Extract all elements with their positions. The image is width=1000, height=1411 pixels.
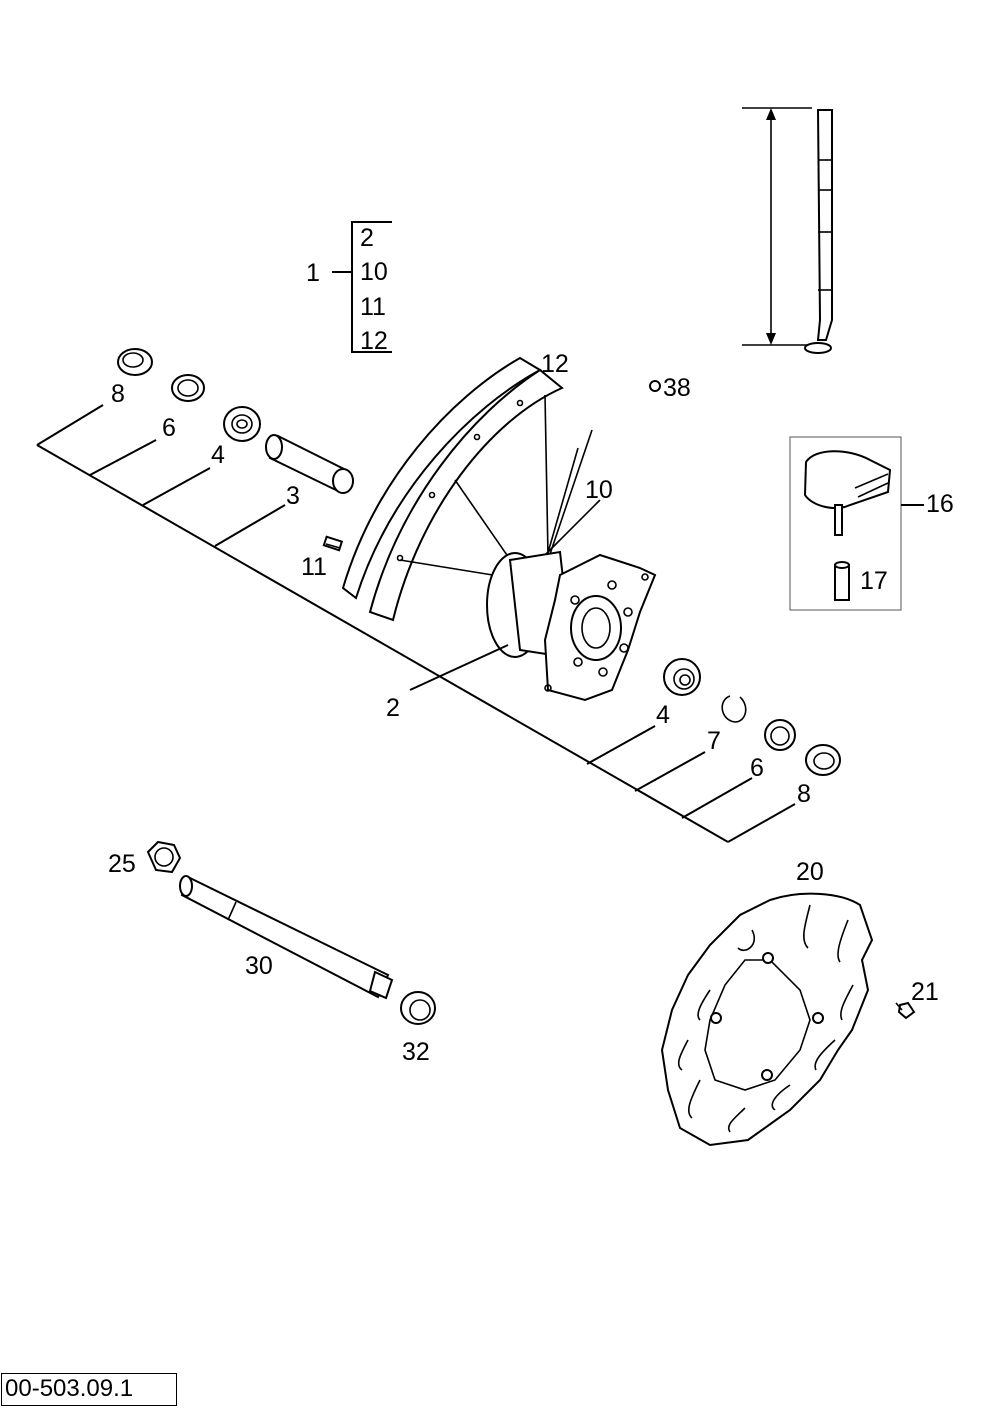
label-part-8-right: 8 bbox=[797, 780, 811, 808]
label-part-32: 32 bbox=[402, 1038, 430, 1066]
part-6-shaft-seal-right bbox=[764, 719, 796, 751]
label-part-11: 11 bbox=[301, 553, 327, 581]
label-part-30: 30 bbox=[245, 952, 273, 980]
parts-group-bracket: 1 2 10 11 12 bbox=[306, 221, 392, 355]
part-21-disc-screw bbox=[895, 1001, 916, 1020]
label-part-10: 10 bbox=[585, 476, 613, 504]
part-25-axle-nut bbox=[146, 840, 182, 874]
part-32-spindle-collar bbox=[400, 991, 436, 1025]
valve-stem bbox=[742, 107, 833, 354]
label-group-member-2: 2 bbox=[360, 224, 374, 252]
label-group-member-10: 10 bbox=[360, 258, 388, 286]
part-16-rim-lock-box bbox=[789, 436, 924, 611]
label-part-3: 3 bbox=[286, 482, 300, 510]
leader-part-2 bbox=[409, 644, 509, 691]
part-38-small-nut bbox=[649, 380, 661, 392]
label-part-6-left: 6 bbox=[162, 414, 176, 442]
label-part-21: 21 bbox=[911, 978, 939, 1006]
label-part-4-right: 4 bbox=[656, 701, 670, 729]
label-part-17: 17 bbox=[860, 567, 888, 595]
part-30-wheel-spindle bbox=[179, 875, 394, 1000]
label-group-main: 1 bbox=[306, 259, 320, 287]
part-7-circlip bbox=[721, 695, 747, 723]
label-group-member-11: 11 bbox=[360, 293, 386, 321]
label-part-2: 2 bbox=[386, 694, 400, 722]
label-group-member-12: 12 bbox=[360, 327, 388, 355]
label-part-4-left: 4 bbox=[211, 441, 225, 469]
part-3-spacer-sleeve bbox=[265, 434, 354, 494]
assembly-axis-leaders bbox=[36, 404, 796, 843]
part-4-ball-bearing-left bbox=[223, 406, 261, 442]
label-part-38: 38 bbox=[663, 374, 691, 402]
label-part-16: 16 bbox=[926, 490, 954, 518]
label-part-7: 7 bbox=[707, 727, 721, 755]
label-part-6-right: 6 bbox=[750, 754, 764, 782]
part-4-ball-bearing-right bbox=[663, 658, 701, 696]
label-part-12: 12 bbox=[541, 350, 569, 378]
part-8-dust-seal-left bbox=[117, 348, 153, 376]
part-6-shaft-seal-left bbox=[171, 374, 205, 402]
label-part-8-left: 8 bbox=[111, 380, 125, 408]
part-11-spoke-nipple bbox=[322, 535, 344, 552]
part-2-wheel-hub bbox=[486, 550, 657, 702]
part-8-dust-seal-right bbox=[805, 744, 841, 776]
part-12-rim bbox=[341, 356, 564, 622]
label-part-25: 25 bbox=[108, 850, 136, 878]
label-part-20: 20 bbox=[796, 858, 824, 886]
document-code: 00-503.09.1 bbox=[1, 1373, 177, 1406]
part-20-brake-disc bbox=[660, 892, 874, 1147]
